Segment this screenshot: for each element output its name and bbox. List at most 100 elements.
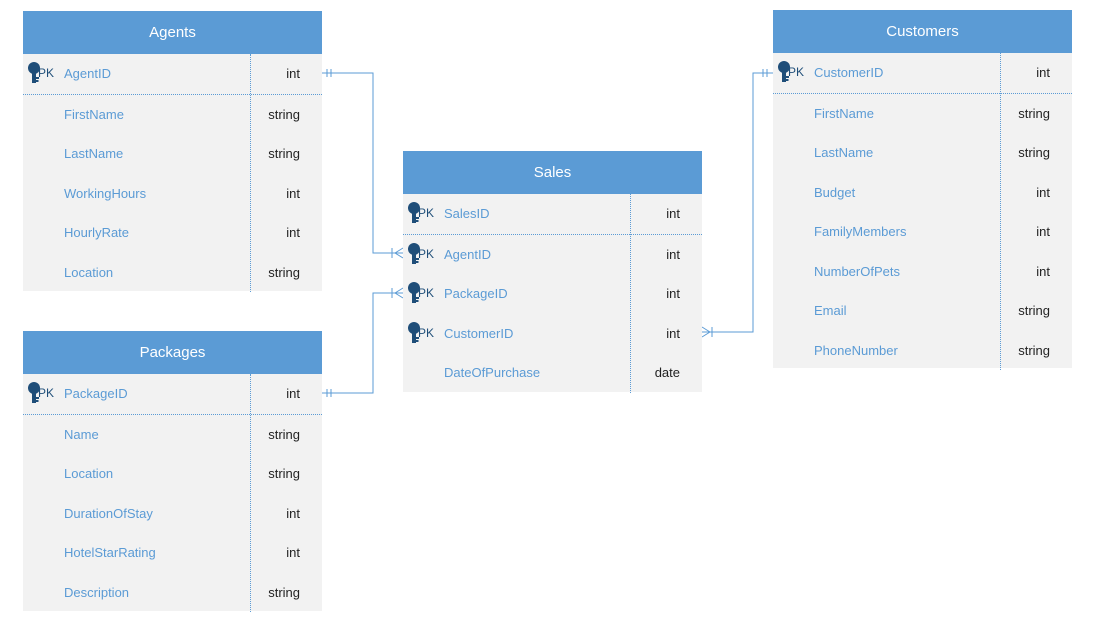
key-cell — [773, 173, 814, 213]
field-type: int — [286, 386, 300, 402]
field-row[interactable]: NumberOfPets int — [773, 252, 1072, 292]
field-row[interactable]: PhoneNumber string — [773, 331, 1072, 371]
field-type: int — [1036, 184, 1050, 200]
key-cell: PK — [403, 194, 444, 234]
field-type: int — [666, 246, 680, 262]
key-cell — [23, 134, 64, 174]
field-name: DateOfPurchase — [444, 365, 541, 381]
many-mark — [701, 331, 711, 338]
key-cell — [403, 353, 444, 393]
field-type: int — [1036, 263, 1050, 279]
field-name: Location — [64, 466, 114, 482]
field-type: int — [666, 206, 680, 222]
field-name: Location — [64, 264, 114, 280]
key-icon — [407, 321, 421, 346]
key-icon — [407, 202, 421, 226]
connector-sales-customers — [702, 72, 773, 333]
field-row[interactable]: Budget int — [773, 173, 1072, 213]
field-name: WorkingHours — [64, 185, 147, 201]
key-icon — [407, 282, 421, 306]
field-name: NumberOfPets — [814, 263, 900, 279]
key-cell — [23, 95, 64, 135]
key-cell — [773, 252, 814, 292]
key-cell — [773, 331, 814, 371]
column-divider — [1000, 53, 1001, 370]
key-cell — [773, 212, 814, 252]
key-cell — [23, 213, 64, 253]
field-type: int — [666, 286, 680, 302]
field-type: int — [286, 185, 300, 201]
key-cell — [23, 415, 64, 455]
field-type: int — [286, 66, 300, 82]
many-mark — [394, 247, 404, 254]
field-type: string — [268, 466, 300, 482]
key-cell — [773, 133, 814, 173]
entity-header: Customers — [773, 10, 1072, 53]
field-name: CustomerID — [444, 325, 514, 341]
key-icon — [27, 382, 41, 406]
key-cell — [23, 454, 64, 494]
key-cell — [23, 253, 64, 293]
key-cell — [23, 494, 64, 534]
field-row[interactable]: Location string — [23, 454, 322, 494]
field-row[interactable]: FamilyMembers int — [773, 212, 1072, 252]
key-cell: PK — [773, 53, 814, 93]
entity-header: Packages — [23, 331, 322, 374]
connector-packages-sales — [322, 292, 403, 394]
pk-label: PK — [418, 206, 435, 220]
key-cell — [773, 94, 814, 134]
many-mark — [394, 287, 404, 294]
key-cell — [23, 533, 64, 573]
pk-label: PK — [788, 65, 805, 79]
field-type: int — [1036, 65, 1050, 81]
field-name: FirstName — [64, 106, 124, 122]
field-name: FamilyMembers — [814, 224, 907, 240]
field-name: PackageID — [64, 386, 128, 402]
field-name: Name — [64, 426, 99, 442]
field-type: string — [268, 584, 300, 600]
key-icon — [27, 62, 41, 86]
pk-label: PK — [418, 286, 435, 300]
field-type: int — [286, 505, 300, 521]
field-type: int — [286, 225, 300, 241]
field-name: Budget — [814, 184, 856, 200]
field-name: PhoneNumber — [814, 342, 898, 358]
field-type: string — [1018, 342, 1050, 358]
field-name: LastName — [64, 146, 124, 162]
entity-header: Sales — [403, 151, 702, 194]
pk-label: PK — [418, 325, 435, 340]
column-divider — [630, 194, 631, 393]
many-mark — [394, 252, 404, 259]
field-type: int — [1036, 224, 1050, 240]
field-row[interactable]: PK PackageID int — [403, 274, 702, 314]
field-row[interactable]: WorkingHours int — [23, 174, 322, 214]
field-name: PackageID — [444, 286, 508, 302]
many-mark — [394, 292, 404, 299]
